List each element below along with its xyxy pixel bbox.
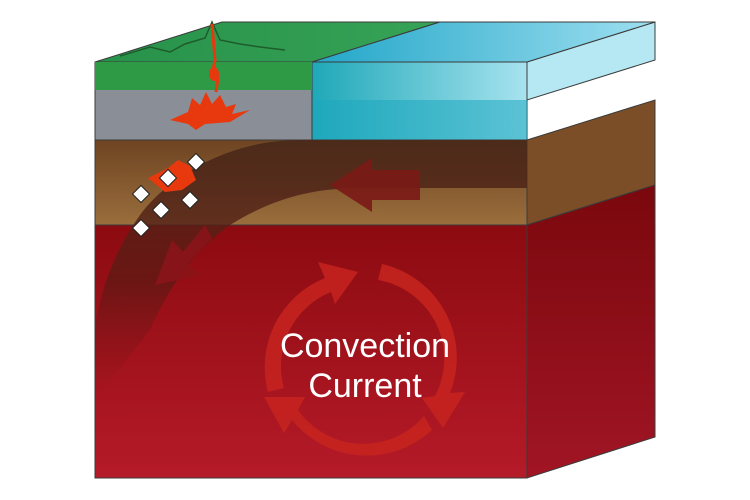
magma-blob-upper [209, 67, 219, 81]
land-surface-band [95, 62, 312, 90]
diagram-label-line2: Current [308, 367, 422, 405]
earthquake-marker [151, 200, 171, 220]
magma-chamber [170, 92, 250, 130]
earthquake-marker [180, 190, 200, 210]
convection-arc-top-left [264, 262, 358, 392]
plate-arrow-down [155, 225, 212, 285]
plate-arrow-left [330, 158, 420, 212]
earthquake-marker [131, 184, 151, 204]
block-side-face [526, 21, 656, 479]
convection-arc-bottom [264, 397, 432, 456]
earthquake-marker [158, 168, 178, 188]
subducting-slab [95, 140, 527, 400]
earthquake-marker [186, 152, 206, 172]
diagram-label-line1: Convection [280, 327, 450, 365]
ocean-water-lower [312, 100, 527, 140]
plate-motion-arrow-icon [155, 158, 420, 285]
earthquake-marker-icon [131, 152, 206, 238]
side-mantle [526, 184, 656, 479]
mountain-ridge [119, 20, 286, 57]
convection-arc-right [378, 264, 465, 428]
magma-chamber-icon [148, 23, 250, 192]
earthquake-marker [131, 218, 151, 238]
convection-cycle-icon [264, 262, 465, 456]
block-front-face [94, 61, 528, 479]
